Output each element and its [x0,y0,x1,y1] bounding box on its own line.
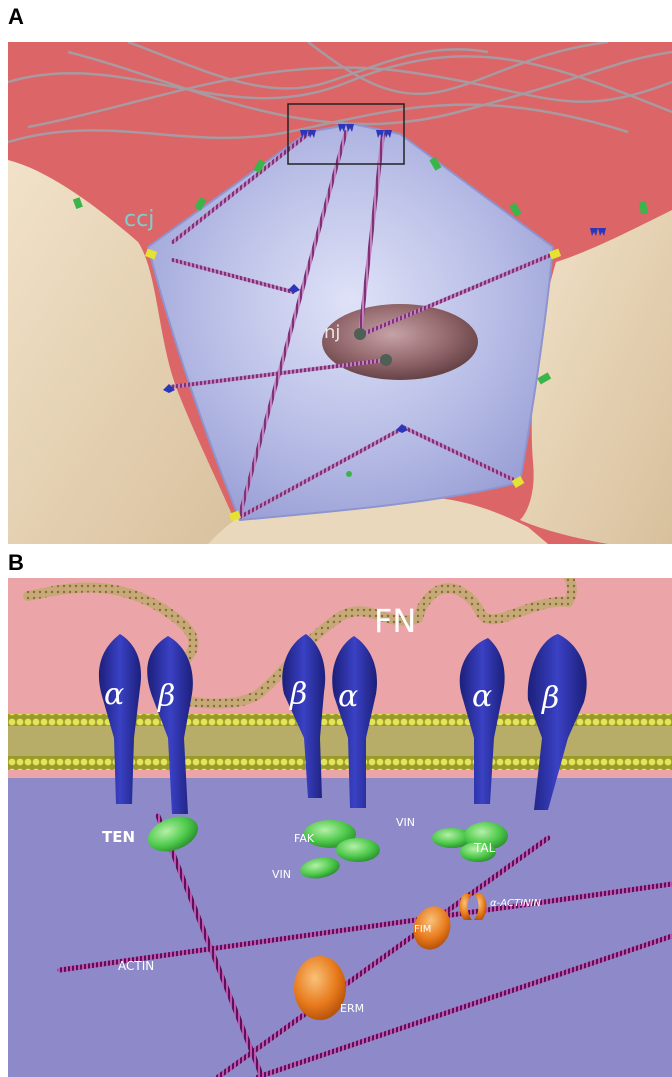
fak-label: FAK [294,832,315,845]
tal-label: TAL [473,841,496,855]
vin-left-label: VIN [272,868,291,881]
integrin-1-beta: β [157,679,175,714]
nuclear-anchor [380,354,392,366]
integrin-2-alpha: α [338,679,358,714]
integrin-3-alpha: α [472,679,492,714]
integrin-3-beta: β [541,681,559,716]
ten-label: TEN [102,828,135,846]
panel-b-letter: B [8,550,24,576]
actin-label: ACTIN [118,959,154,973]
integrin-2-beta: β [289,677,307,712]
ccj-label: ccj [124,207,154,232]
nucleus [322,304,478,380]
nuclear-anchor [354,328,366,340]
panel-a-letter: A [8,4,24,30]
membrane-inner-leaflet [8,756,672,770]
vin-right-label: VIN [396,816,415,829]
panel-b-illustration: α β β α α β FN TEN FAK VIN VIN TAL FIM [8,578,672,1077]
fn-label: FN [374,602,416,640]
alpha-actinin-label: α-ACTININ [490,898,542,909]
fim-label: FIM [414,924,431,935]
panel-a-illustration: ccj nj [8,42,672,544]
nj-label: nj [324,322,340,343]
integrin-1-alpha: α [104,677,124,712]
erm-label: ERM [340,1002,364,1015]
